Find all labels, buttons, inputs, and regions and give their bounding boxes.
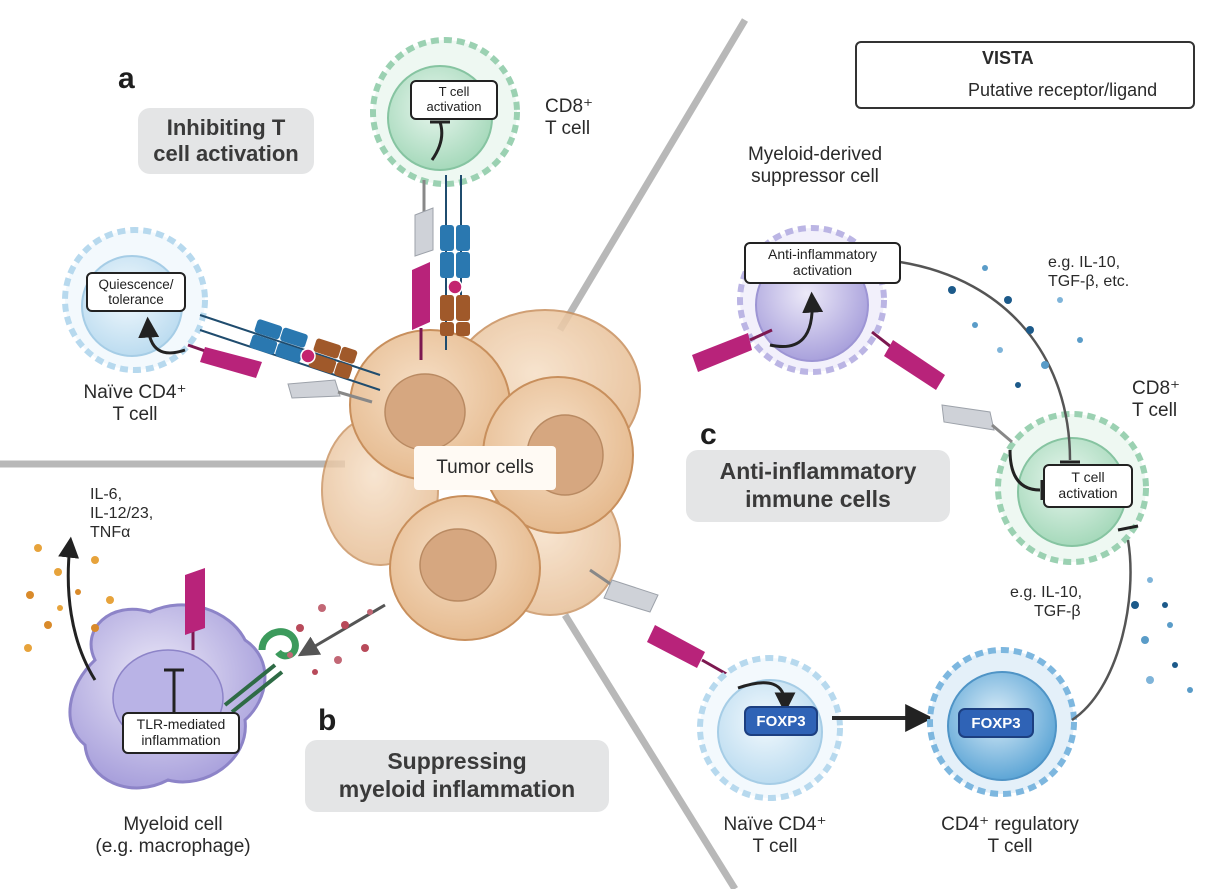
myeloid-label-line1: Myeloid cell	[123, 814, 223, 835]
naive-a-box-line2: tolerance	[108, 292, 164, 307]
mdsc-box-line1: Anti-inflammatory	[768, 246, 877, 263]
treg-label: CD4⁺ regulatory T cell	[920, 814, 1100, 859]
tlr-box: TLR-mediated inflammation	[122, 712, 240, 754]
naive-c-label: Naïve CD4⁺ T cell	[700, 814, 850, 859]
legend-putative-label: Putative receptor/ligand	[968, 80, 1158, 100]
putative-tumor-bottom	[589, 568, 659, 613]
arrow-cytokines-myeloid	[58, 536, 97, 681]
cd8-c-label-line2: T cell	[1132, 400, 1178, 422]
receptor-complex-naive	[199, 314, 381, 391]
myeloid-label-line2: (e.g. macrophage)	[95, 836, 251, 858]
foxp3-badge-naive: FOXP3	[744, 706, 818, 736]
myeloid-label: Myeloid cell (e.g. macrophage)	[78, 814, 268, 859]
putative-tumor-left	[287, 379, 373, 404]
cytokine-dots-mdsc	[948, 265, 1083, 388]
panel-c-title-line2: immune cells	[745, 486, 891, 512]
mdsc-label-line1: Myeloid-derived	[747, 144, 883, 165]
tlr-receptor	[223, 628, 299, 714]
arrow-naive-c	[737, 681, 796, 714]
mdsc-box: Anti-inflammatory activation	[744, 242, 901, 284]
treg-cytokines-line1: e.g. IL-10,	[1010, 584, 1083, 601]
inhibit-line-treg-cd8	[1071, 539, 1132, 722]
foxp3-badge-treg: FOXP3	[958, 708, 1034, 738]
inhibit-bar-treg-cd8	[1117, 524, 1139, 532]
tumor-secretion-dots	[287, 604, 373, 675]
vista-naive-a	[187, 343, 262, 378]
panel-b-letter: b	[318, 704, 337, 737]
mdsc-cytokines-line1: e.g. IL-10,	[1048, 254, 1121, 271]
cd8-c-label: CD8⁺ T cell	[1132, 378, 1180, 423]
panel-c-title-line1: Anti-inflammatory	[719, 458, 917, 485]
naive-a-label-line1: Naïve CD4⁺	[83, 382, 187, 403]
putative-receptor-cd8	[414, 180, 434, 257]
myeloid-cytokines-line2: IL-12/23,	[90, 504, 154, 522]
cd8-a-box-line2: activation	[426, 99, 482, 114]
mdsc-cytokines-line2: TGF-β, etc.	[1048, 272, 1130, 290]
inhibition-line-cd8-a	[430, 121, 444, 161]
panel-c-title: Anti-inflammatory immune cells	[686, 450, 950, 522]
panel-a-title-line1: Inhibiting T	[166, 114, 286, 140]
treg-cytokines-label: e.g. IL-10, TGF-β	[1010, 584, 1082, 622]
cd8-c-box-line2: activation	[1058, 485, 1118, 501]
receptor-complex-cd8	[440, 175, 470, 350]
naive-a-label-line2: T cell	[112, 404, 158, 426]
naive-c-label-line2: T cell	[752, 836, 798, 858]
cytokine-dots-treg	[1131, 577, 1193, 693]
mdsc-cytokines-label: e.g. IL-10, TGF-β, etc.	[1048, 254, 1129, 292]
tlr-box-line1: TLR-mediated	[136, 716, 226, 733]
vista-tumor-top	[412, 262, 430, 360]
cytokine-dots-myeloid	[24, 544, 114, 652]
panel-b-title-line2: myeloid inflammation	[338, 776, 576, 802]
cd8-a-label-line2: T cell	[545, 118, 591, 140]
mdsc-label: Myeloid-derived suppressor cell	[730, 144, 900, 189]
cd8-a-label: CD8⁺ T cell	[545, 96, 593, 141]
vista-naive-c	[647, 625, 731, 678]
panel-a-letter: a	[118, 62, 135, 95]
myeloid-cytokines-line3: TNFα	[90, 523, 131, 541]
mdsc-label-line2: suppressor cell	[751, 166, 879, 188]
legend	[855, 41, 1195, 109]
cd8-a-label-line1: CD8⁺	[545, 96, 594, 117]
arrow-naive-a	[138, 316, 186, 355]
panel-a-title-line2: cell activation	[153, 141, 299, 166]
tlr-box-line2: inflammation	[141, 732, 221, 748]
vista-myeloid	[185, 568, 205, 650]
mdsc-box-line2: activation	[792, 262, 853, 278]
cd8-a-box-line1: T cell	[438, 84, 470, 100]
divider-line-top-right	[556, 18, 749, 332]
cd8-c-box: T cell activation	[1043, 464, 1133, 508]
myeloid-cytokines-label: IL-6, IL-12/23, TNFα	[90, 486, 153, 543]
putative-cd8-c	[941, 404, 1013, 444]
treg-label-line2: T cell	[987, 836, 1033, 858]
arrow-mdsc	[769, 291, 824, 348]
panel-b-title: Suppressing myeloid inflammation	[305, 740, 609, 812]
cd8-a-box: T cell activation	[410, 80, 498, 120]
treg-cytokines-line2: TGF-β	[1034, 602, 1081, 620]
vista-mdsc-left	[692, 328, 773, 372]
naive-a-box-line1: Quiescence/	[98, 276, 174, 292]
naive-a-box: Quiescence/ tolerance	[86, 272, 186, 312]
naive-a-label: Naïve CD4⁺ T cell	[60, 382, 210, 427]
naive-c-label-line1: Naïve CD4⁺	[723, 814, 827, 835]
treg-label-line1: CD4⁺ regulatory	[941, 814, 1079, 835]
panel-a-title: Inhibiting T cell activation	[138, 108, 314, 174]
myeloid-cytokines-line1: IL-6,	[90, 486, 123, 503]
divider-line-bottom-right	[562, 613, 738, 889]
panel-c-letter: c	[700, 418, 717, 451]
vista-mdsc-right	[871, 330, 945, 390]
panel-b-title-line1: Suppressing	[387, 748, 527, 775]
inhibit-line-putative-cd8	[1008, 449, 1041, 492]
cd8-c-box-line1: T cell	[1071, 469, 1105, 486]
legend-vista-label: VISTA	[982, 48, 1034, 68]
cd8-c-label-line1: CD8⁺	[1132, 378, 1181, 399]
tumor-cells-label: Tumor cells	[414, 446, 556, 490]
